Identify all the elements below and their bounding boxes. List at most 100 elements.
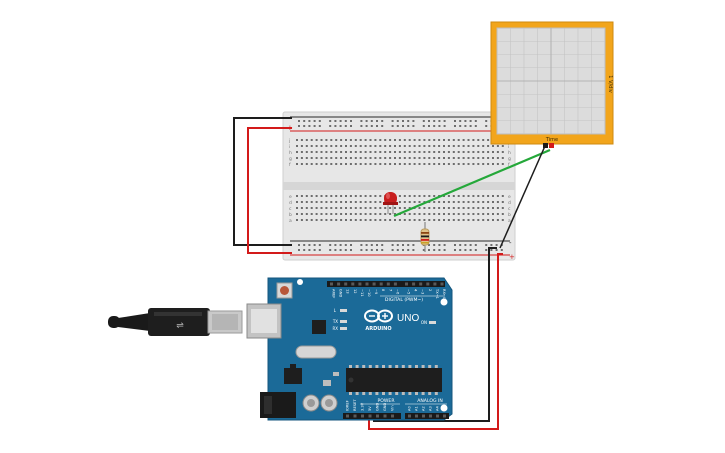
breadboard-hole[interactable] xyxy=(379,219,382,221)
rail-hole[interactable] xyxy=(459,244,462,246)
breadboard-hole[interactable] xyxy=(438,163,441,165)
breadboard-hole[interactable] xyxy=(379,151,382,153)
breadboard-hole[interactable] xyxy=(340,139,343,141)
breadboard-hole[interactable] xyxy=(374,207,377,209)
breadboard-hole[interactable] xyxy=(477,195,480,197)
rail-hole[interactable] xyxy=(396,120,399,122)
breadboard-hole[interactable] xyxy=(403,139,406,141)
breadboard-hole[interactable] xyxy=(330,195,333,197)
breadboard-hole[interactable] xyxy=(310,207,313,209)
breadboard-hole[interactable] xyxy=(354,145,357,147)
rail-hole[interactable] xyxy=(474,249,477,251)
breadboard-hole[interactable] xyxy=(349,139,352,141)
breadboard-hole[interactable] xyxy=(408,151,411,153)
rail-hole[interactable] xyxy=(485,125,488,127)
digital-header-pins[interactable] xyxy=(330,282,444,286)
breadboard-hole[interactable] xyxy=(369,157,372,159)
breadboard-hole[interactable] xyxy=(462,201,465,203)
breadboard-hole[interactable] xyxy=(457,219,460,221)
digital-header[interactable] xyxy=(327,281,445,287)
breadboard-hole[interactable] xyxy=(457,213,460,215)
breadboard-hole[interactable] xyxy=(413,163,416,165)
breadboard-hole[interactable] xyxy=(423,195,426,197)
rail-hole[interactable] xyxy=(459,125,462,127)
power-header[interactable] xyxy=(343,413,401,419)
breadboard-hole[interactable] xyxy=(457,201,460,203)
breadboard-hole[interactable] xyxy=(359,151,362,153)
rail-hole[interactable] xyxy=(381,120,384,122)
rail-hole[interactable] xyxy=(303,244,306,246)
breadboard-hole[interactable] xyxy=(472,195,475,197)
breadboard-hole[interactable] xyxy=(418,201,421,203)
breadboard-hole[interactable] xyxy=(452,201,455,203)
breadboard-hole[interactable] xyxy=(467,139,470,141)
rail-hole[interactable] xyxy=(391,244,394,246)
rail-hole[interactable] xyxy=(464,125,467,127)
breadboard-hole[interactable] xyxy=(482,145,485,147)
breadboard-hole[interactable] xyxy=(364,195,367,197)
breadboard-hole[interactable] xyxy=(300,139,303,141)
breadboard-hole[interactable] xyxy=(413,151,416,153)
breadboard-hole[interactable] xyxy=(433,195,436,197)
breadboard-hole[interactable] xyxy=(438,213,441,215)
rail-hole[interactable] xyxy=(490,244,493,246)
rail-hole[interactable] xyxy=(318,120,321,122)
rail-hole[interactable] xyxy=(474,125,477,127)
breadboard-hole[interactable] xyxy=(482,201,485,203)
breadboard-hole[interactable] xyxy=(369,151,372,153)
breadboard-hole[interactable] xyxy=(349,201,352,203)
breadboard-hole[interactable] xyxy=(447,139,450,141)
breadboard-hole[interactable] xyxy=(300,157,303,159)
breadboard-hole[interactable] xyxy=(394,145,396,147)
breadboard-hole[interactable] xyxy=(379,201,382,203)
rail-hole[interactable] xyxy=(443,120,446,122)
breadboard-hole[interactable] xyxy=(296,213,298,215)
rail-hole[interactable] xyxy=(402,249,404,251)
breadboard-hole[interactable] xyxy=(394,213,396,215)
breadboard-hole[interactable] xyxy=(320,163,323,165)
rail-hole[interactable] xyxy=(396,125,399,127)
breadboard-hole[interactable] xyxy=(345,207,347,209)
breadboard-hole[interactable] xyxy=(320,213,323,215)
breadboard-hole[interactable] xyxy=(433,151,436,153)
breadboard-hole[interactable] xyxy=(325,219,328,221)
breadboard-hole[interactable] xyxy=(389,151,392,153)
breadboard-hole[interactable] xyxy=(443,207,445,209)
breadboard-hole[interactable] xyxy=(492,157,494,159)
breadboard-hole[interactable] xyxy=(428,163,431,165)
breadboard-hole[interactable] xyxy=(492,201,494,203)
breadboard-hole[interactable] xyxy=(364,207,367,209)
breadboard-hole[interactable] xyxy=(325,195,328,197)
analog-pin[interactable] xyxy=(436,414,439,418)
rail-hole[interactable] xyxy=(339,249,342,251)
breadboard-hole[interactable] xyxy=(418,157,421,159)
rail-hole[interactable] xyxy=(454,125,456,127)
breadboard-hole[interactable] xyxy=(300,195,303,197)
breadboard-hole[interactable] xyxy=(413,139,416,141)
analog-pin[interactable] xyxy=(415,414,418,418)
rail-hole[interactable] xyxy=(443,125,446,127)
breadboard-hole[interactable] xyxy=(359,139,362,141)
breadboard-hole[interactable] xyxy=(482,219,485,221)
breadboard-hole[interactable] xyxy=(418,163,421,165)
breadboard-hole[interactable] xyxy=(403,195,406,197)
breadboard-hole[interactable] xyxy=(310,195,313,197)
breadboard-hole[interactable] xyxy=(315,151,318,153)
rail-hole[interactable] xyxy=(433,244,436,246)
breadboard-hole[interactable] xyxy=(325,207,328,209)
breadboard-hole[interactable] xyxy=(462,151,465,153)
breadboard-hole[interactable] xyxy=(467,151,470,153)
rail-hole[interactable] xyxy=(360,249,363,251)
breadboard-hole[interactable] xyxy=(428,151,431,153)
rail-hole[interactable] xyxy=(422,249,425,251)
rail-hole[interactable] xyxy=(308,249,311,251)
breadboard-hole[interactable] xyxy=(433,219,436,221)
rail-hole[interactable] xyxy=(391,120,394,122)
breadboard-hole[interactable] xyxy=(320,145,323,147)
breadboard-hole[interactable] xyxy=(359,195,362,197)
rail-hole[interactable] xyxy=(438,244,441,246)
breadboard-hole[interactable] xyxy=(492,213,494,215)
rail-hole[interactable] xyxy=(365,244,368,246)
breadboard-hole[interactable] xyxy=(359,145,362,147)
breadboard-hole[interactable] xyxy=(398,151,401,153)
